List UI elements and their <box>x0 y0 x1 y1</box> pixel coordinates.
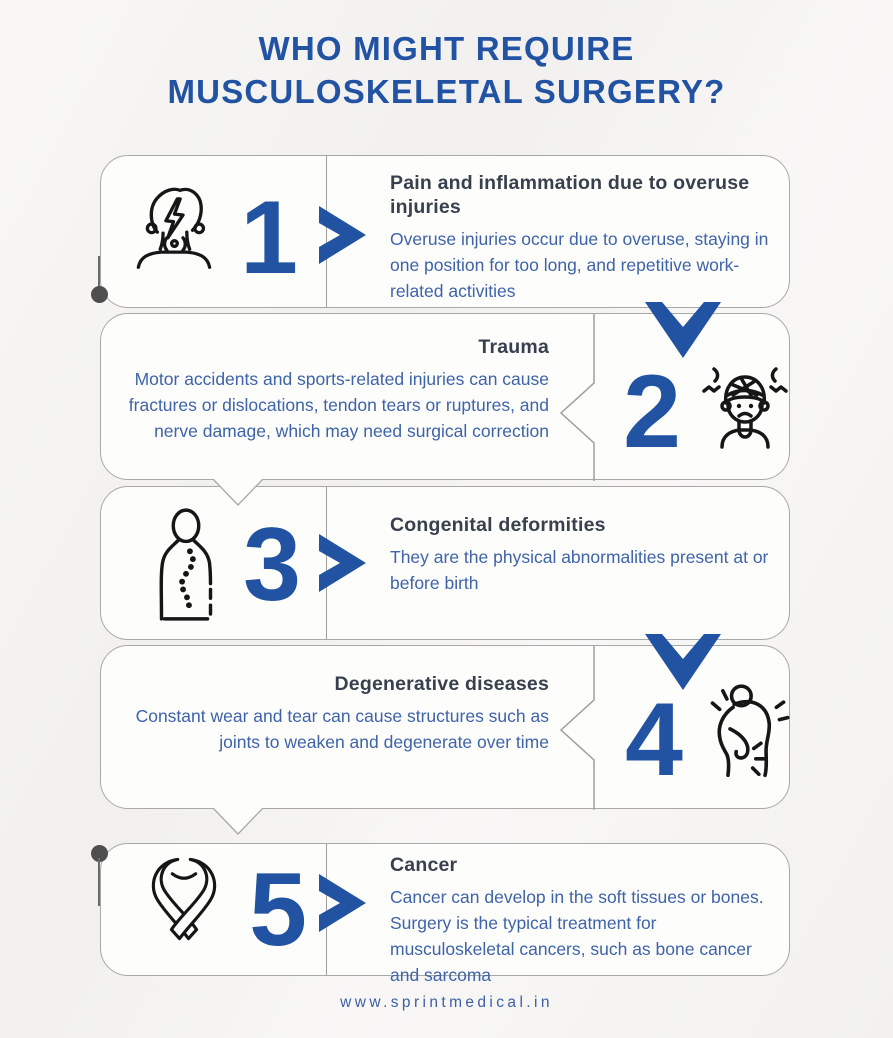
connector-line <box>98 256 100 288</box>
item-text: Trauma Motor accidents and sports-relate… <box>117 335 549 444</box>
item-number: 4 <box>625 682 683 798</box>
chevron-right-icon <box>319 534 366 597</box>
bubble-tail <box>207 478 271 514</box>
website-url: www.sprintmedical.in <box>340 994 553 1011</box>
item-heading: Cancer <box>390 854 458 876</box>
item-body: Motor accidents and sports-related injur… <box>128 369 549 441</box>
item-body: Constant wear and tear can cause structu… <box>135 706 549 752</box>
scoliosis-spine-icon <box>137 505 235 628</box>
item-bubble-3: 3 Congenital deformities They are the ph… <box>100 486 790 640</box>
connector-dot <box>91 845 108 862</box>
page-title-line-1: WHO MIGHT REQUIRE <box>258 30 635 67</box>
divider-line <box>326 844 327 975</box>
divider-line <box>326 156 327 307</box>
item-bubble-5: 5 Cancer Cancer can develop in the soft … <box>100 843 790 985</box>
item-number: 2 <box>623 354 681 470</box>
neck-pain-icon <box>126 178 221 278</box>
chevron-down-icon <box>645 634 721 697</box>
item-number: 5 <box>249 852 307 968</box>
chevron-down-icon <box>645 302 721 365</box>
page-title: WHO MIGHT REQUIRE MUSCULOSKELETAL SURGER… <box>0 27 893 113</box>
head-injury-icon <box>695 348 795 459</box>
item-number: 3 <box>243 507 301 623</box>
item-heading: Trauma <box>478 336 549 358</box>
item-heading: Pain and inflammation due to overuse inj… <box>390 172 750 218</box>
item-heading: Congenital deformities <box>390 514 606 536</box>
item-body: Cancer can develop in the soft tissues o… <box>390 887 764 985</box>
chevron-right-icon <box>319 206 366 269</box>
bubble-tail <box>207 807 271 843</box>
back-pain-icon <box>695 676 798 793</box>
item-text: Pain and inflammation due to overuse inj… <box>390 171 769 304</box>
item-text: Degenerative diseases Constant wear and … <box>117 672 549 755</box>
item-bubble-1: 1 Pain and inflammation due to overuse i… <box>100 155 790 308</box>
divider-line <box>326 487 327 639</box>
item-heading: Degenerative diseases <box>334 673 549 695</box>
item-number: 1 <box>240 180 298 296</box>
item-body: They are the physical abnormalities pres… <box>390 547 769 593</box>
divider-notch-line <box>555 646 595 815</box>
connector-line <box>98 858 100 906</box>
connector-dot <box>91 286 108 303</box>
item-text: Congenital deformities They are the phys… <box>390 513 769 596</box>
cancer-ribbon-icon <box>139 848 229 955</box>
chevron-right-icon <box>319 874 366 937</box>
divider-notch-line <box>555 314 595 486</box>
item-text: Cancer Cancer can develop in the soft ti… <box>390 853 769 988</box>
page-title-line-2: MUSCULOSKELETAL SURGERY? <box>167 73 726 110</box>
item-body: Overuse injuries occur due to overuse, s… <box>390 229 769 301</box>
